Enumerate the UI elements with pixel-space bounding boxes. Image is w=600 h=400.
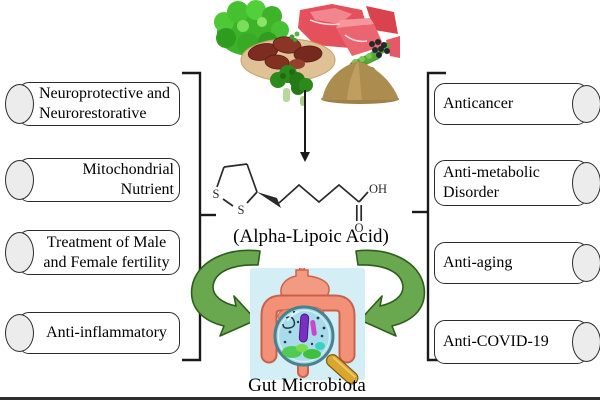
arrow-left-to-gut (190, 249, 261, 337)
benefit-box-neuroprotective: Neuroprotective and Neurorestorative (5, 82, 180, 126)
atom-label-o: O (354, 221, 363, 235)
gut-microbiota-label: Gut Microbiota (248, 375, 366, 396)
cylinder-cap-icon (5, 160, 34, 200)
cylinder-cap-icon (5, 314, 34, 352)
gut-illustration (250, 268, 365, 385)
benefit-label: Neuroprotective and Neurorestorative (39, 85, 171, 122)
benefit-box-anti-metabolic: Anti-metabolic Disorder (434, 160, 600, 206)
benefit-box-anti-inflammatory: Anti-inflammatory (5, 312, 180, 354)
benefit-label: Mitochondrial Nutrient (82, 161, 174, 198)
cylinder-cap-icon (5, 232, 34, 273)
benefit-label: Anticancer (443, 95, 514, 112)
benefit-box-mitochondrial: Mitochondrial Nutrient (5, 158, 180, 202)
microbes (282, 310, 326, 359)
cylinder-cap-icon (572, 244, 600, 282)
atom-label-s1: S (213, 187, 220, 201)
yeast-powder-icon (321, 61, 399, 104)
broccoli-icon (270, 65, 313, 106)
liver-plate-icon (240, 31, 336, 82)
benefit-label: Anti-COVID-19 (443, 333, 549, 350)
down-arrow (300, 90, 310, 162)
cylinder-cap-icon (5, 84, 34, 124)
benefit-label: Anti-metabolic Disorder (443, 164, 540, 201)
ala-molecule-structure: S S OH O (213, 163, 387, 235)
bracket-left (182, 71, 216, 362)
arrow-right-to-gut (355, 249, 426, 337)
atom-label-s2: S (238, 203, 245, 217)
benefit-label: Anti-inflammatory (46, 324, 167, 341)
cylinder-cap-icon (572, 162, 600, 204)
cylinder-cap-icon (572, 85, 600, 123)
benefit-box-anti-covid: Anti-COVID-19 (434, 320, 600, 364)
benefit-box-anticancer: Anticancer (434, 83, 600, 125)
benefit-label: Anti-aging (443, 254, 513, 271)
magnifier-handle (325, 354, 359, 385)
raw-meat-icon (298, 4, 400, 58)
cylinder-cap-icon (572, 322, 600, 362)
atom-label-oh: OH (369, 182, 387, 196)
image-bottom-edge (0, 397, 600, 400)
berries-icon (369, 39, 390, 58)
benefit-box-anti-aging: Anti-aging (434, 242, 600, 284)
magnifier-lens (273, 305, 335, 367)
benefit-label: Treatment of Male and Female fertility (43, 233, 170, 271)
food-sources-illustration (214, 0, 400, 106)
molecule-name-label: (Alpha-Lipoic Acid) (233, 226, 389, 247)
benefit-box-fertility: Treatment of Male and Female fertility (5, 230, 180, 275)
